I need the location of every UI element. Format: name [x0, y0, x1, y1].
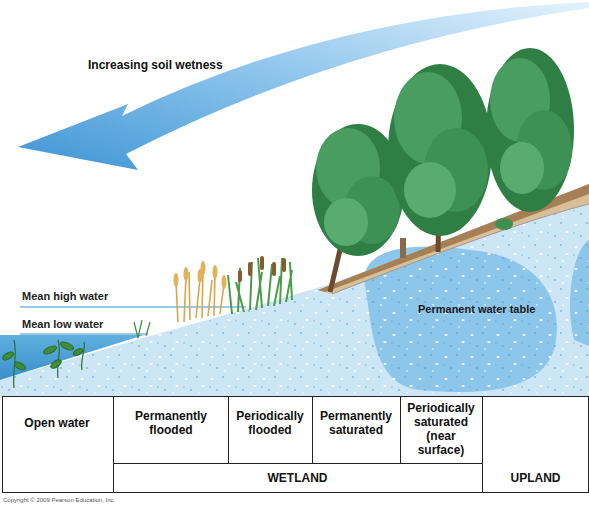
diagram-label: Periodically flooded [230, 409, 310, 437]
shrub [495, 218, 513, 230]
grass-head [201, 261, 206, 275]
table-rule [228, 397, 229, 464]
cattail-head [248, 262, 252, 276]
soil-speckle [0, 190, 589, 396]
table-rule [114, 463, 483, 464]
grass-head [213, 265, 218, 279]
diagram-label: Copyright © 2009 Pearson Education, Inc. [3, 497, 303, 504]
grass-head [174, 273, 179, 287]
grass-blades [176, 270, 224, 322]
foliage [324, 198, 368, 246]
submerged-plants [1, 320, 150, 388]
table-rule [312, 397, 313, 464]
tree-crown [486, 48, 574, 212]
plant-leaf [72, 347, 83, 356]
foliage [500, 142, 544, 194]
reed-shoots [134, 320, 150, 338]
tree-crown [388, 64, 492, 236]
tree-stump [400, 238, 406, 258]
plant-leaf [59, 340, 74, 351]
diagram-label: Permanent water table [418, 303, 568, 316]
diagram-label: Permanently saturated [314, 409, 398, 437]
foliage [388, 64, 492, 236]
table-rule [482, 397, 483, 493]
cattail-head [260, 256, 264, 270]
grass-head [184, 267, 189, 281]
plant-leaf [49, 358, 62, 370]
table-frame [3, 397, 589, 493]
diagram-label: Periodically saturated (near surface) [406, 401, 476, 457]
saturated-soil [0, 190, 589, 396]
foliage [486, 48, 574, 212]
foliage [404, 162, 456, 218]
plant-stem [82, 342, 85, 370]
cattail-head [272, 262, 276, 276]
table-rule [113, 397, 114, 493]
trees [312, 48, 574, 292]
high-water-line [20, 306, 246, 308]
diagram-label: Mean high water [22, 290, 162, 303]
diagram-label: UPLAND [482, 471, 589, 485]
cattail-head [282, 258, 286, 272]
grass-heads [174, 261, 227, 289]
plant-leaf [42, 344, 57, 355]
diagram-label: WETLAND [113, 471, 482, 485]
plant-leaf [13, 360, 26, 371]
cattails [228, 256, 292, 314]
plant-stem [58, 340, 60, 378]
diagram-label: Increasing soil wetness [88, 58, 288, 72]
table-rule [400, 397, 401, 464]
diagram-label: Open water [22, 416, 92, 430]
open-water [0, 335, 144, 380]
grass-head [222, 275, 227, 289]
cattail-head [238, 270, 242, 282]
zone-table [3, 397, 589, 493]
diagram-label: Mean low water [22, 318, 162, 331]
plant-leaf [1, 350, 14, 361]
marsh-grass [174, 261, 227, 322]
low-water-line [20, 333, 148, 335]
diagram-label: Permanently flooded [118, 409, 224, 437]
